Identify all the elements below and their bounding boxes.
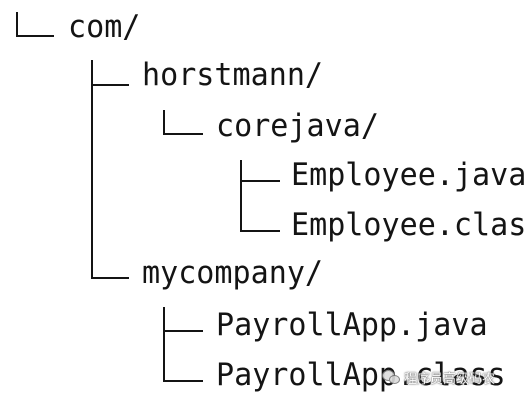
horstmann-branch <box>91 84 129 86</box>
file-employee-java: Employee.java <box>291 157 527 193</box>
corejava-branch <box>163 133 203 135</box>
mycompany-branch <box>91 277 129 279</box>
file-payrollapp-class: PayrollApp.class <box>216 357 506 393</box>
folder-corejava: corejava/ <box>216 108 379 144</box>
folder-horstmann: horstmann/ <box>142 57 324 93</box>
folder-com: com/ <box>68 9 141 45</box>
level1-trunk <box>91 60 93 279</box>
watermark: 程序员高级码农 <box>382 362 495 392</box>
payroll-java-branch <box>163 330 203 332</box>
corejava-files-trunk <box>240 160 242 232</box>
file-payrollapp-java: PayrollApp.java <box>216 307 488 343</box>
watermark-text: 程序员高级码农 <box>404 371 496 387</box>
employee-class-branch <box>240 230 280 232</box>
payroll-class-branch <box>163 380 203 382</box>
employee-java-branch <box>240 180 280 182</box>
corejava-connector-vertical <box>163 110 165 135</box>
mycompany-files-trunk <box>163 307 165 382</box>
folder-mycompany: mycompany/ <box>142 255 324 291</box>
root-connector-horizontal <box>16 35 54 37</box>
root-connector-vertical <box>16 12 18 37</box>
file-employee-class: Employee.class <box>291 207 528 243</box>
wechat-icon <box>382 370 400 384</box>
